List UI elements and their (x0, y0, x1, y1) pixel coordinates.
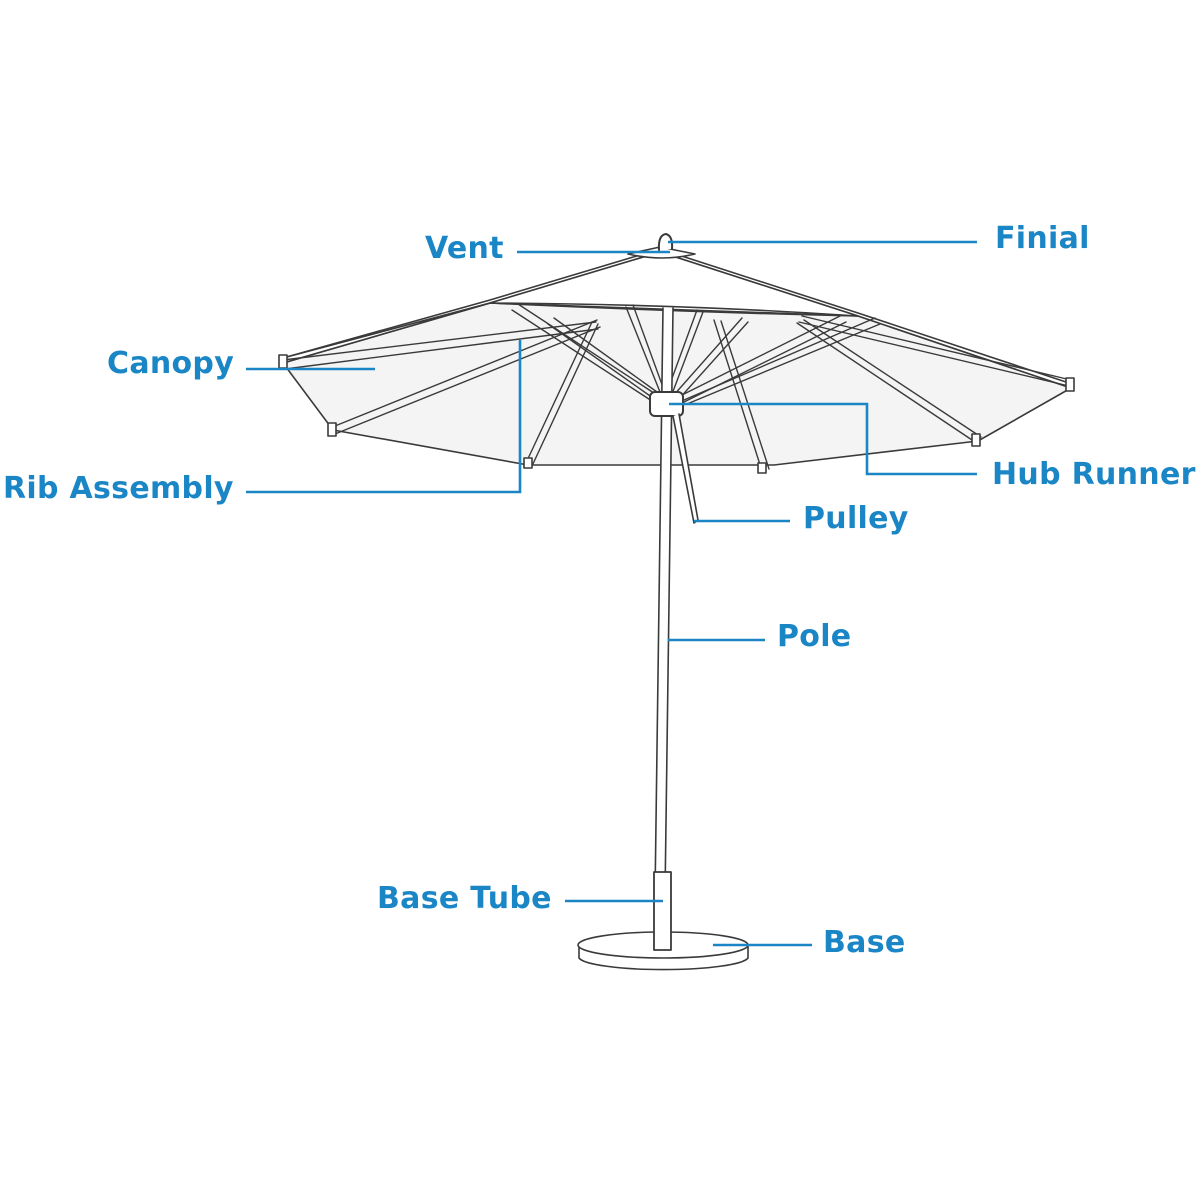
base-tube (653, 871, 672, 951)
finial-label: Finial (995, 221, 1090, 256)
leader-lines (246, 240, 977, 947)
base-label: Base (823, 925, 906, 960)
rib-assembly (282, 303, 1072, 472)
hub-runner-label: Hub Runner (992, 457, 1196, 492)
umbrella-illustration (278, 233, 1075, 971)
pulley-label: Pulley (803, 501, 909, 536)
leader-hub-runner (669, 402, 977, 476)
base-tube-label: Base Tube (377, 881, 552, 916)
vent-label: Vent (425, 231, 504, 266)
rib-assembly-label: Rib Assembly (3, 471, 234, 506)
canopy-front-edge (489, 302, 859, 317)
leader-rib-assembly (246, 340, 522, 494)
canopy-label: Canopy (107, 346, 235, 381)
rib-tips (278, 354, 1075, 474)
pole-label: Pole (777, 619, 852, 654)
